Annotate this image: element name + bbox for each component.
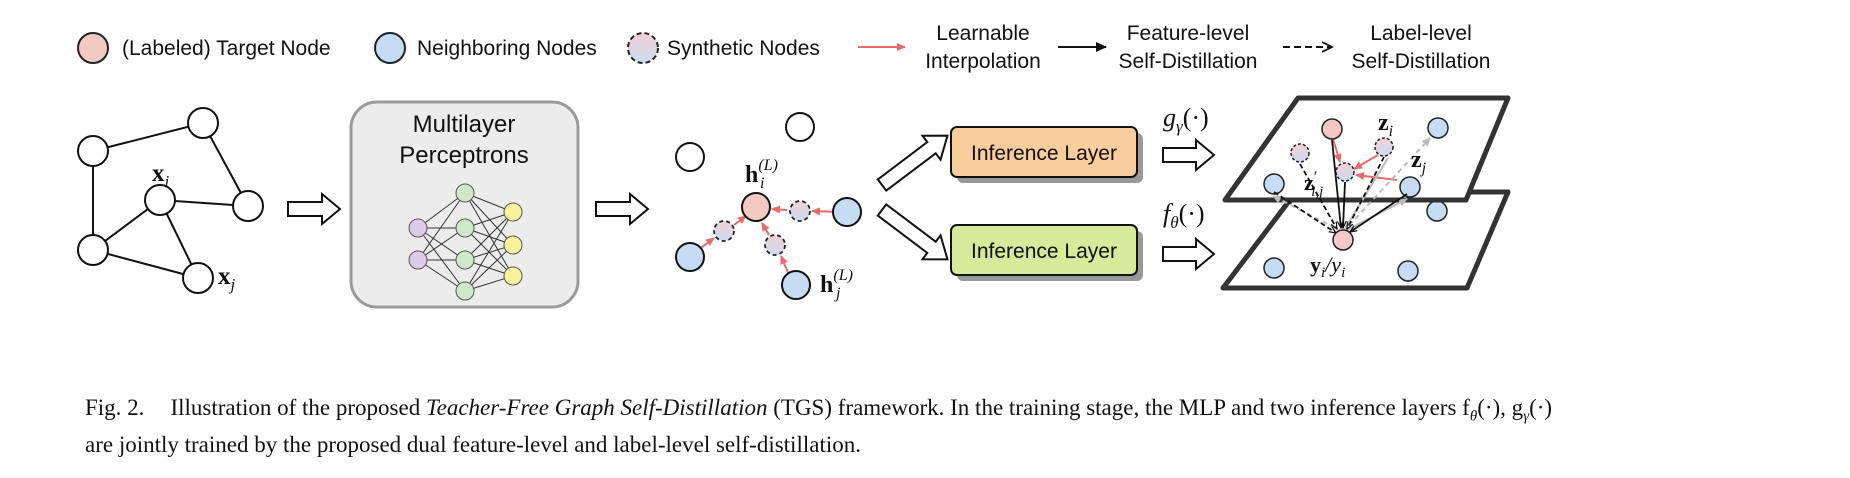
- neighbor-node: [675, 242, 705, 272]
- top-plane: [1222, 95, 1511, 203]
- legend-target-node-icon: [77, 32, 109, 64]
- mlp-box: Multilayer Perceptrons: [349, 100, 580, 309]
- legend-label-line2: Self-Distillation: [1352, 50, 1491, 73]
- distillation-arrows: [1272, 137, 1431, 251]
- legend-feature-line1: Feature-level: [1127, 22, 1250, 45]
- synthetic-node: [1290, 143, 1310, 163]
- neighbor-node: [1427, 117, 1449, 139]
- legend-target-label: (Labeled) Target Node: [122, 37, 331, 60]
- hi-label: h(L): [745, 157, 778, 188]
- caption-fig-number: Fig. 2.: [85, 395, 145, 420]
- neighbor-node-zj: [1399, 176, 1421, 198]
- caption-title: Teacher-Free Graph Self-Distillation: [425, 395, 768, 420]
- caption-line2: are jointly trained by the proposed dual…: [85, 431, 861, 457]
- target-node-zi: [1321, 118, 1343, 140]
- legend-synthetic-label: Synthetic Nodes: [667, 37, 820, 60]
- legend: (Labeled) Target Node Neighboring Nodes …: [77, 22, 1491, 73]
- neighbor-node: [1263, 173, 1285, 195]
- hollow-arrow-icon: [1162, 137, 1216, 173]
- zij-label: z′i,j: [1304, 169, 1323, 200]
- hi-sub: i: [760, 175, 764, 192]
- zi-label: zi: [1378, 110, 1393, 140]
- isolated-node: [675, 142, 705, 172]
- zj-label: zj: [1411, 147, 1427, 177]
- legend-neighbor-label: Neighboring Nodes: [417, 37, 597, 60]
- f-theta-label: fθ(·): [1163, 199, 1205, 232]
- neighbor-node: [781, 270, 811, 300]
- neighbor-node: [832, 197, 862, 227]
- neighbor-node: [1263, 257, 1285, 279]
- caption-line1: Fig. 2.Illustration of the proposed Teac…: [85, 395, 1553, 425]
- neighbor-node: [1426, 200, 1448, 222]
- isolated-node: [785, 112, 815, 142]
- mlp-title-line1: Multilayer: [413, 111, 516, 138]
- graph-node-xi: [144, 184, 176, 216]
- interpolation-graph: [675, 112, 862, 300]
- graph-node: [187, 107, 219, 139]
- hollow-arrow-icon: [876, 203, 949, 261]
- synthetic-node: [1374, 137, 1394, 157]
- hollow-arrow-icon: [1162, 236, 1216, 272]
- y-label: yi/yi: [1310, 252, 1345, 281]
- graph-node: [77, 135, 109, 167]
- graph-node: [77, 234, 109, 266]
- target-node: [741, 192, 771, 222]
- legend-feature-line2: Self-Distillation: [1119, 50, 1258, 73]
- input-graph: [77, 107, 264, 294]
- g-gamma-label: gγ(·): [1163, 103, 1209, 136]
- synthetic-node: [789, 200, 811, 222]
- xj-label: xj: [218, 263, 236, 294]
- synthetic-node: [713, 220, 735, 242]
- legend-synthetic-node-icon: [627, 32, 659, 64]
- mlp-network-icon: [408, 183, 523, 301]
- inference-bottom-label: Inference Layer: [971, 240, 1117, 263]
- legend-learnable-line1: Learnable: [936, 22, 1029, 45]
- legend-neighbor-node-icon: [374, 32, 406, 64]
- inference-layer-top: Inference Layer: [950, 126, 1143, 183]
- hj-sub: j: [834, 285, 841, 302]
- legend-label-line1: Label-level: [1370, 22, 1472, 45]
- synthetic-node-zij: [1335, 162, 1355, 182]
- graph-node: [232, 190, 264, 222]
- hollow-arrow-icon: [287, 191, 342, 227]
- mlp-title-line2: Perceptrons: [399, 142, 528, 169]
- inference-layer-bottom: Inference Layer: [950, 224, 1143, 281]
- hj-label: h(L): [820, 267, 853, 298]
- hollow-arrow-icon: [595, 191, 650, 227]
- neighbor-node: [1397, 260, 1419, 282]
- graph-node-xj: [182, 262, 214, 294]
- xi-label: xi: [152, 160, 170, 191]
- inference-top-label: Inference Layer: [971, 142, 1117, 165]
- bottom-plane: [1220, 189, 1511, 291]
- target-node-y: [1332, 229, 1354, 251]
- legend-learnable-line2: Interpolation: [925, 50, 1041, 73]
- hollow-arrow-icon: [876, 134, 949, 192]
- synthetic-node: [764, 234, 786, 256]
- figure-caption: Fig. 2.Illustration of the proposed Teac…: [85, 394, 1845, 459]
